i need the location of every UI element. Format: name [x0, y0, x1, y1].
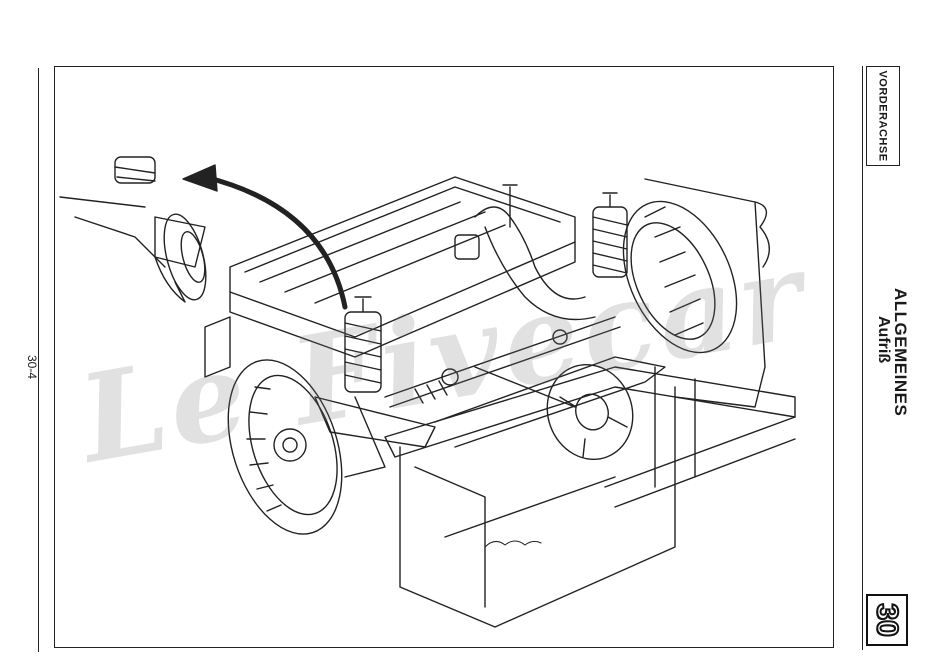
steering-wheel-assembly [475, 353, 646, 472]
left-wheel [208, 345, 363, 548]
curved-arrow-icon [183, 165, 345, 307]
brake-lines [455, 185, 595, 320]
left-strut [345, 297, 381, 392]
section-subtitle: Aufriß [874, 316, 892, 363]
section-title: ALLGEMEINES [890, 288, 910, 416]
artist-signature [485, 541, 541, 547]
section-heading: ALLGEMEINES Aufriß [862, 280, 912, 440]
chassis-frame [205, 177, 795, 627]
section-tag-box: VORDERACHSE [866, 66, 900, 166]
section-tag: VORDERACHSE [877, 70, 889, 161]
chapter-number: 30 [870, 603, 904, 636]
chapter-number-box: 30 [866, 594, 908, 646]
right-wheel [601, 183, 759, 370]
suspension-illustration [55, 67, 834, 648]
steering-rack [385, 317, 620, 407]
figure-frame: Le Fivecar [54, 66, 834, 648]
right-fender-panel [645, 179, 769, 407]
lower-control-arm [315, 357, 665, 477]
right-strut [593, 193, 627, 277]
page-number: 30-4 [25, 347, 39, 387]
